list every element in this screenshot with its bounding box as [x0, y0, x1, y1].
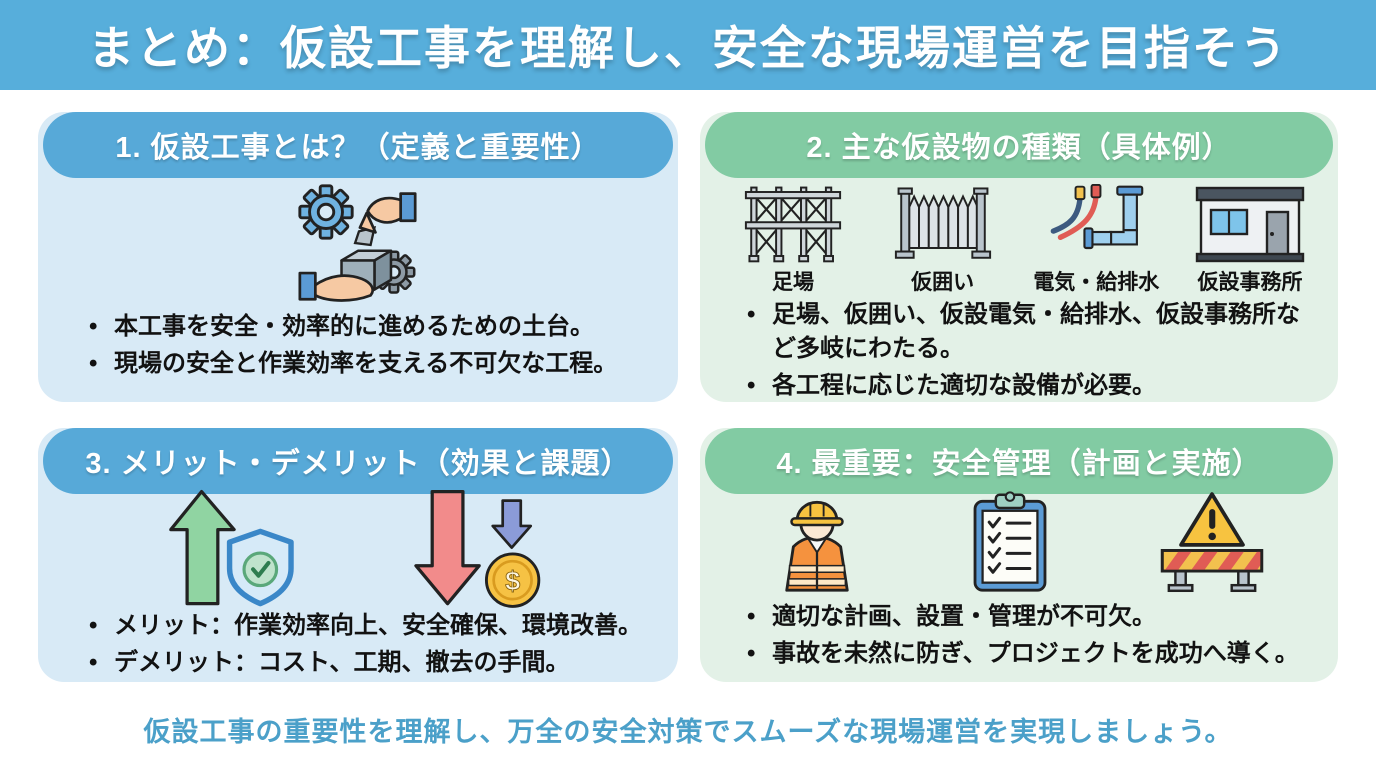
- down-arrow-cost-icon: $: [406, 488, 556, 610]
- bullet: デメリット：コスト、工期、撤去の手間。: [82, 646, 664, 680]
- type-item-office: 仮設事務所: [1192, 184, 1308, 296]
- fence-label: 仮囲い: [911, 271, 975, 294]
- merit-icons: $: [38, 488, 678, 610]
- card-safety: 4. 最重要：安全管理（計画と実施）: [700, 428, 1338, 682]
- type-item-fence: 仮囲い: [885, 184, 1001, 296]
- type-item-utilities: 電気・給排水: [1033, 184, 1159, 296]
- scaffold-label: 足場: [772, 271, 814, 294]
- bullet-text: デメリット：コスト、工期、撤去の手間。: [114, 649, 570, 677]
- safety-bullets: 適切な計画、設置・管理が不可欠。 事故を未然に防ぎ、プロジェクトを成功へ導く。: [740, 600, 1324, 674]
- utilities-label: 電気・給排水: [1033, 271, 1160, 294]
- bullet: 足場、仮囲い、仮設電気・給排水、仮設事務所など多岐にわたる。: [740, 298, 1320, 366]
- footer: 仮設工事の重要性を理解し、万全の安全対策でスムーズな現場運営を実現しましょう。: [0, 710, 1376, 749]
- card-merits-header: 3. メリット・デメリット（効果と課題）: [43, 428, 673, 494]
- worker-icon: [765, 490, 869, 594]
- title-banner: まとめ：仮設工事を理解し、安全な現場運営を目指そう: [0, 0, 1376, 90]
- warning-barricade-icon: [1151, 490, 1273, 594]
- merits-bullets: メリット：作業効率向上、安全確保、環境改善。 デメリット：コスト、工期、撤去の手…: [82, 609, 664, 683]
- bullet-text: 各工程に応じた適切な設備が必要。: [772, 372, 1156, 400]
- temporary-fence-icon: [885, 184, 1001, 264]
- card-definition-header: 1. 仮設工事とは？（定義と重要性）: [43, 112, 673, 178]
- site-office-icon: [1192, 184, 1308, 264]
- card-types: 2. 主な仮設物の種類（具体例）: [700, 112, 1338, 403]
- bullet: 各工程に応じた適切な設備が必要。: [740, 369, 1320, 403]
- card-definition: 1. 仮設工事とは？（定義と重要性）: [38, 112, 678, 402]
- bullet-text: 事故を未然に防ぎ、プロジェクトを成功へ導く。: [772, 640, 1299, 668]
- bullet-text: 本工事を安全・効率的に進めるための土台。: [114, 313, 594, 340]
- bullet-text: 足場、仮囲い、仮設電気・給排水、仮設事務所など多岐にわたる。: [772, 301, 1300, 363]
- footer-message: 仮設工事の重要性を理解し、万全の安全対策でスムーズな現場運営を実現しましょう。: [143, 717, 1233, 747]
- bullet: 本工事を安全・効率的に進めるための土台。: [82, 310, 660, 344]
- bullet: 適切な計画、設置・管理が不可欠。: [740, 600, 1324, 634]
- bullet: メリット：作業効率向上、安全確保、環境改善。: [82, 609, 664, 643]
- svg-text:$: $: [505, 565, 520, 596]
- bullet-text: 現場の安全と作業効率を支える不可欠な工程。: [114, 350, 618, 378]
- page-title: まとめ：仮設工事を理解し、安全な現場運営を目指そう: [88, 22, 1288, 74]
- bullet-text: メリット：作業効率向上、安全確保、環境改善。: [114, 612, 642, 639]
- type-item-scaffold: 足場: [734, 184, 852, 296]
- bullet-text: 適切な計画、設置・管理が不可欠。: [772, 603, 1156, 630]
- office-label: 仮設事務所: [1197, 271, 1303, 294]
- bullet: 現場の安全と作業効率を支える不可欠な工程。: [82, 347, 660, 381]
- scaffold-icon: [734, 184, 852, 264]
- types-bullets: 足場、仮囲い、仮設電気・給排水、仮設事務所など多岐にわたる。 各工程に応じた適切…: [740, 298, 1320, 406]
- card-safety-header: 4. 最重要：安全管理（計画と実施）: [705, 428, 1333, 494]
- safety-icons: [700, 490, 1338, 600]
- checklist-clipboard-icon: [967, 490, 1053, 594]
- definition-bullets: 本工事を安全・効率的に進めるための土台。 現場の安全と作業効率を支える不可欠な工…: [82, 310, 660, 384]
- assembly-hands-gears-icon: [38, 180, 678, 308]
- types-icon-strip: 足場: [734, 184, 1308, 296]
- bullet: 事故を未然に防ぎ、プロジェクトを成功へ導く。: [740, 637, 1324, 671]
- up-arrow-shield-icon: [160, 488, 310, 610]
- card-merits: 3. メリット・デメリット（効果と課題） $ メリット：作業効率向上、安全確保、…: [38, 428, 678, 682]
- electric-plumbing-icon: [1040, 184, 1152, 264]
- card-types-header: 2. 主な仮設物の種類（具体例）: [705, 112, 1333, 178]
